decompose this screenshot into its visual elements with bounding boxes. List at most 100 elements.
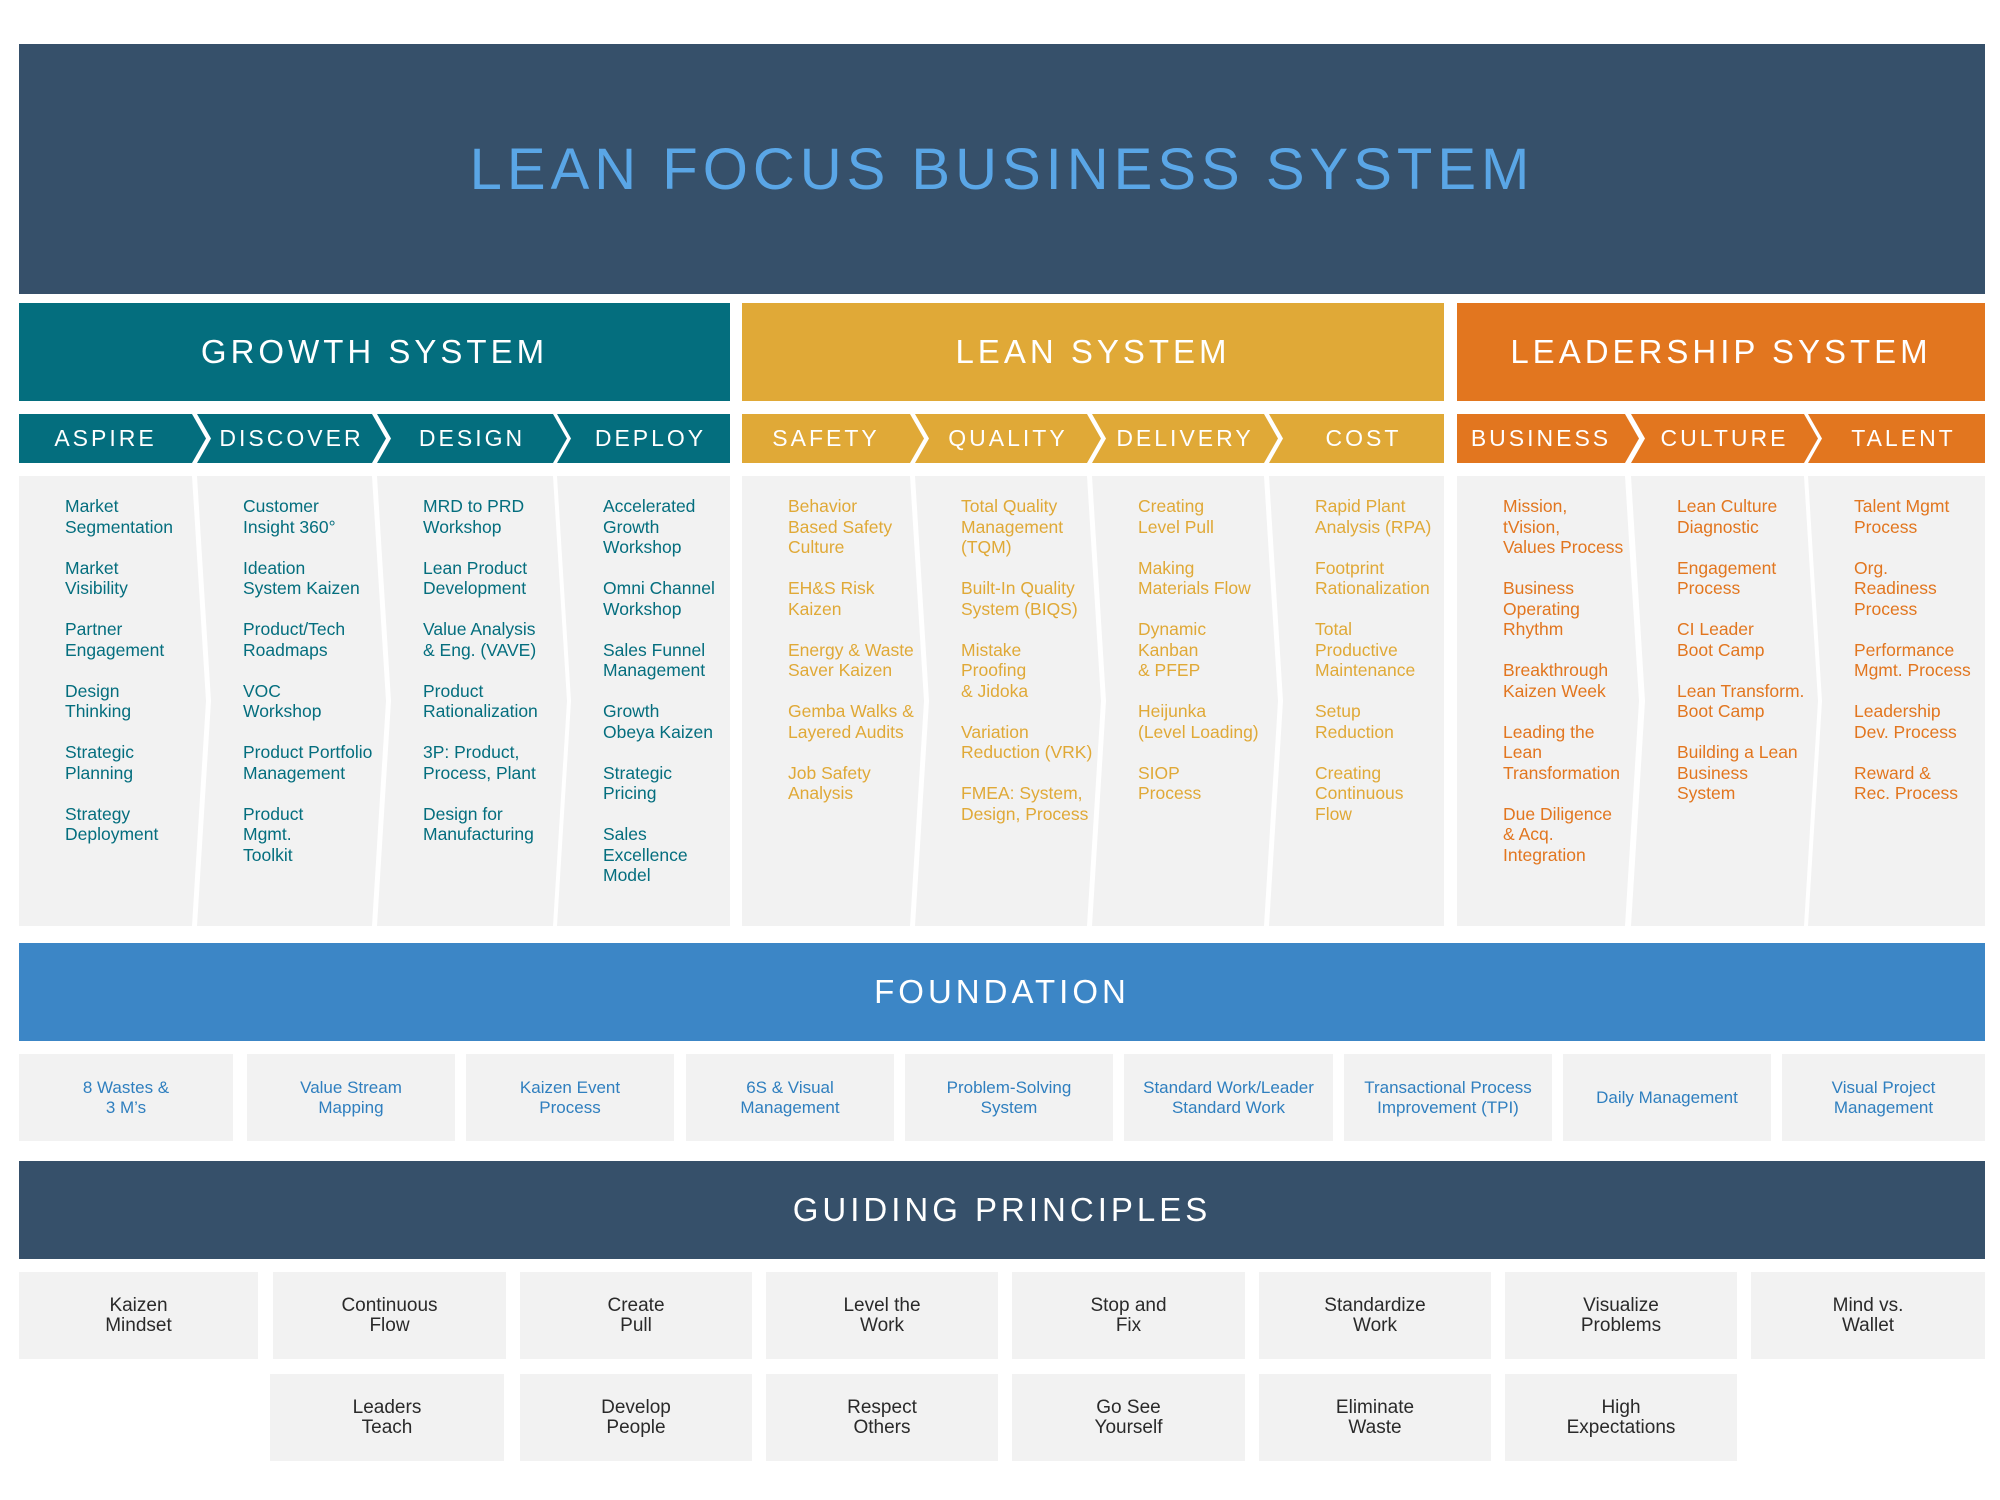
stage-label-aspire: ASPIRE [54,425,157,451]
stage-item: Total Productive Maintenance [1315,619,1416,680]
stage-item: Growth Obeya Kaizen [603,701,713,742]
lean-system-title: LEAN SYSTEM [955,333,1231,370]
stage-item: Omni Channel Workshop [603,578,715,619]
stage-item: Product/Tech Roadmaps [243,619,346,660]
principle-item: Mind vs. Wallet [1751,1272,1985,1359]
stage-label-deploy: DEPLOY [594,425,707,451]
stage-item: Built-In Quality System (BIQS) [961,578,1078,619]
growth-system-header: GROWTH SYSTEM [19,303,730,401]
stage-item: Product Portfolio Management [243,742,373,783]
stage-item: Design for Manufacturing [423,803,534,845]
stage-item: EH&S Risk Kaizen [788,578,875,619]
foundation-item: Value Stream Mapping [247,1054,455,1141]
stage-item: Design Thinking [65,680,132,722]
stage-item: 3P: Product, Process, Plant [423,742,536,783]
stage-item: Ideation System Kaizen [243,557,360,599]
stage-item: Behavior Based Safety Culture [788,496,893,557]
stage-label-delivery: DELIVERY [1116,425,1254,451]
stage-label-design: DESIGN [418,425,526,451]
principle-item: Leaders Teach [270,1374,504,1461]
stage-label-business: BUSINESS [1470,425,1612,451]
leadership-system-header: LEADERSHIP SYSTEM [1457,303,1985,401]
foundation-item: Visual Project Management [1782,1054,1985,1141]
stage-item: Accelerated Growth Workshop [603,496,696,557]
stage-item: FMEA: System, Design, Process [961,783,1089,824]
stage-item: Building a Lean Business System [1677,742,1798,803]
stage-item: Business Operating Rhythm [1503,578,1580,639]
stage-item: Total Quality Management (TQM) [961,496,1064,557]
foundation-title: FOUNDATION [874,973,1130,1010]
stage-label-culture: CULTURE [1660,425,1789,451]
stage-items-cost: Rapid Plant Analysis (RPA)Footprint Rati… [1315,476,1450,845]
stage-item: Variation Reduction (VRK) [961,721,1093,763]
stage-label-safety: SAFETY [772,425,880,451]
stage-item: Product Rationalization [423,680,538,722]
growth-system-title: GROWTH SYSTEM [200,333,549,370]
stage-item: Lean Product Development [423,557,528,599]
principle-item: Create Pull [520,1272,752,1359]
guiding-principles-title: GUIDING PRINCIPLES [792,1191,1212,1228]
foundation-item: Standard Work/Leader Standard Work [1124,1054,1333,1141]
principle-item: Level the Work [766,1272,998,1359]
leadership-system-title: LEADERSHIP SYSTEM [1510,333,1932,370]
stage-item: Org. Readiness Process [1854,557,1937,619]
stage-items-discover: Customer Insight 360° Ideation System Kai… [243,476,378,886]
stage-label-quality: QUALITY [948,425,1068,451]
principle-item: Visualize Problems [1505,1272,1737,1359]
stage-item: Leadership Dev. Process [1854,701,1957,742]
stage-item: Customer Insight 360° [243,496,336,537]
principle-item: Continuous Flow [273,1272,506,1359]
stage-items-quality: Total Quality Management (TQM) Built-In Q… [961,476,1093,845]
principle-item: Standardize Work [1259,1272,1491,1359]
stage-item: Job Safety Analysis [788,762,871,804]
principle-item: High Expectations [1505,1374,1737,1461]
stage-item: Sales Funnel Management [603,639,706,681]
stage-item: Strategic Planning [65,742,135,783]
main-title: LEAN FOCUS BUSINESS SYSTEM [469,136,1535,202]
foundation-item: Transactional Process Improvement (TPI) [1344,1054,1552,1141]
stage-item: Gemba Walks & Layered Audits [788,701,914,742]
principle-item: Develop People [520,1374,752,1461]
stage-item: Reward & Rec. Process [1854,762,1959,804]
foundation-item: Daily Management [1563,1054,1771,1141]
stage-label-cost: COST [1325,425,1402,451]
stage-item: Mission, tVision, Values Process [1503,496,1624,557]
stage-item: VOC Workshop [243,680,322,722]
stage-item: CI Leader Boot Camp [1677,619,1765,660]
stage-item: Dynamic Kanban & PFEP [1138,619,1207,680]
stage-item: Heijunka (Level Loading) [1138,701,1259,742]
stage-item: Sales Excellence Model [603,824,688,885]
stage-item: MRD to PRD Workshop [423,496,525,537]
principle-item: Respect Others [766,1374,998,1461]
foundation-item: Kaizen Event Process [466,1054,674,1141]
stage-item: Making Materials Flow [1138,557,1251,599]
stage-item: Market Visibility [65,557,128,599]
stage-item: Footprint Rationalization [1315,557,1430,599]
stage-item: Lean Culture Diagnostic [1677,496,1778,537]
stage-item: Energy & Waste Saver Kaizen [788,639,914,681]
principle-item: Eliminate Waste [1259,1374,1491,1461]
foundation-item: 8 Wastes & 3 M’s [19,1054,233,1141]
stage-item: Due Diligence & Acq. Integration [1503,803,1612,865]
stage-item: Talent Mgmt Process [1854,496,1950,537]
principle-item: Go See Yourself [1012,1374,1245,1461]
principle-item: Stop and Fix [1012,1272,1245,1359]
stage-item: Performance Mgmt. Process [1854,639,1971,681]
lean-system-header: LEAN SYSTEM [742,303,1444,401]
stage-item: Market Segmentation [65,496,173,537]
stage-item: Product Mgmt. Toolkit [243,803,304,865]
stage-label-discover: DISCOVER [219,425,364,451]
stage-item: SIOP Process [1138,762,1202,804]
stage-item: Leading the Lean Transformation [1503,721,1621,783]
stage-item: Lean Transform. Boot Camp [1677,680,1805,722]
foundation-banner: FOUNDATION [19,943,1985,1041]
principle-item: Kaizen Mindset [19,1272,258,1359]
foundation-item: 6S & Visual Management [686,1054,894,1141]
